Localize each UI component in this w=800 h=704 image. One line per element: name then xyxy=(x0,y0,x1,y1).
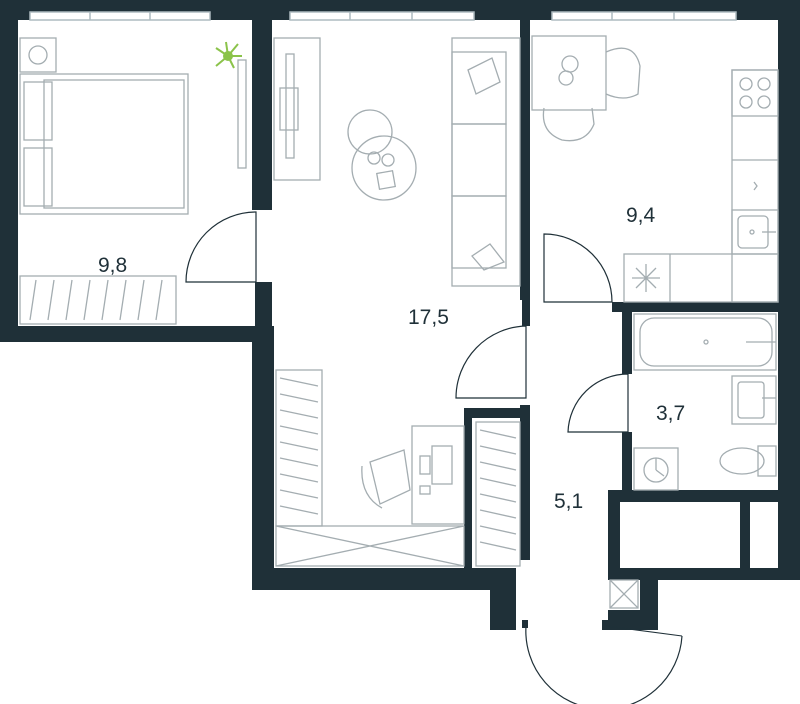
desk-icon xyxy=(411,425,465,525)
bed-icon xyxy=(19,73,189,215)
room-area-label: 5,1 xyxy=(554,490,583,513)
living-room-door xyxy=(455,325,527,399)
utility-box-icon xyxy=(609,579,639,609)
bathroom: 3,7 xyxy=(633,313,777,491)
wardrobe-icon xyxy=(19,275,177,325)
toilet-icon xyxy=(719,445,777,477)
room-area-label: 9,8 xyxy=(98,254,127,277)
bedroom: 9,8 xyxy=(19,37,247,325)
round-table-icon xyxy=(351,135,417,201)
fridge-icon xyxy=(623,253,779,303)
sofa-icon xyxy=(451,37,521,287)
room-area-label: 3,7 xyxy=(656,402,685,425)
kitchen-door xyxy=(543,233,613,303)
chair-icon xyxy=(361,449,411,509)
nightstand-icon xyxy=(19,37,57,73)
wardrobe-icon xyxy=(475,421,521,567)
walls xyxy=(0,0,800,630)
room-area-label: 9,4 xyxy=(626,204,656,227)
windows xyxy=(29,11,737,21)
tv-icon xyxy=(237,59,247,169)
stove-icon xyxy=(731,69,779,117)
bathroom-door xyxy=(567,373,629,433)
bedroom-door xyxy=(185,211,257,283)
room-area-label: 17,5 xyxy=(408,306,449,329)
living-room: 17,5 xyxy=(273,37,521,567)
plant-icon xyxy=(215,41,242,69)
washing-machine-icon xyxy=(633,447,679,491)
sink-icon xyxy=(731,375,777,425)
entrance-door xyxy=(522,620,683,704)
storage-icon xyxy=(275,525,465,567)
hallway: 5,1 xyxy=(554,490,639,609)
dining-table-icon xyxy=(531,35,641,142)
kitchen: 9,4 xyxy=(531,35,779,303)
tv-icon xyxy=(273,37,321,181)
bathtub-icon xyxy=(633,313,777,371)
